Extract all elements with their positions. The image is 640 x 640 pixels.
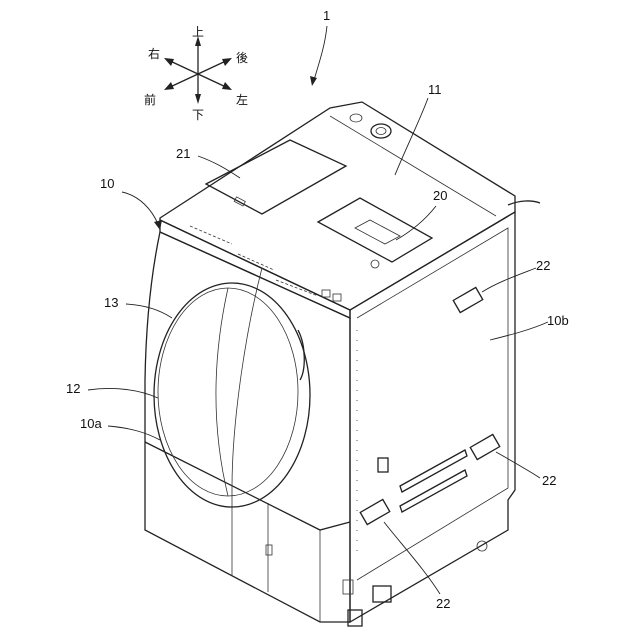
vent-slot-upper bbox=[400, 450, 467, 492]
front-button-strip bbox=[190, 226, 341, 301]
label-13: 13 bbox=[104, 295, 118, 310]
leader-21 bbox=[198, 156, 240, 178]
leader-20 bbox=[396, 206, 436, 240]
leader-12 bbox=[88, 388, 158, 398]
power-button[interactable] bbox=[322, 290, 330, 297]
compass-right-arrow bbox=[164, 58, 174, 66]
water-inlet-cap bbox=[371, 124, 391, 138]
side-details bbox=[360, 287, 500, 524]
cabinet-side-frame bbox=[357, 228, 508, 580]
leader-10-arrow bbox=[154, 220, 162, 230]
leader-22-right bbox=[496, 452, 540, 478]
detergent-lid bbox=[206, 140, 346, 214]
plinth-top-edge bbox=[145, 442, 350, 530]
compass-label-front: 前 bbox=[144, 92, 156, 107]
start-button[interactable] bbox=[333, 294, 341, 301]
label-10a: 10a bbox=[80, 416, 102, 431]
side-handle-bottom bbox=[360, 499, 390, 524]
leader-10a bbox=[108, 426, 160, 440]
compass-front-arrow bbox=[164, 82, 174, 90]
side-handle-right bbox=[470, 434, 500, 459]
label-1: 1 bbox=[323, 8, 330, 23]
compass-label-back: 後 bbox=[236, 51, 248, 65]
reference-labels: 11 21 20 10 13 12 10a 22 10b 22 22 bbox=[66, 82, 569, 611]
label-22-bottom: 22 bbox=[436, 596, 450, 611]
button-row-2 bbox=[238, 254, 274, 270]
leader-1 bbox=[314, 26, 327, 80]
water-inlet-core bbox=[376, 128, 386, 135]
compass-label-up: 上 bbox=[192, 25, 204, 39]
compass-down-arrow bbox=[195, 94, 201, 104]
leader-22-top bbox=[482, 268, 536, 292]
label-10: 10 bbox=[100, 176, 114, 191]
leader-10 bbox=[122, 192, 158, 224]
cabinet-front-band bbox=[160, 220, 350, 318]
cabinet bbox=[145, 102, 515, 626]
front-seam bbox=[232, 268, 262, 488]
leader-11 bbox=[395, 98, 428, 175]
label-20: 20 bbox=[433, 188, 447, 203]
cabinet-side-face bbox=[350, 212, 515, 622]
cabinet-front-face bbox=[145, 232, 350, 622]
bottom-latch bbox=[343, 580, 353, 594]
compass-back-arrow bbox=[222, 58, 232, 66]
top-screw bbox=[371, 260, 379, 268]
compass-label-left: 左 bbox=[236, 92, 248, 107]
top-fitting bbox=[350, 114, 362, 122]
side-lock-icon bbox=[378, 458, 388, 472]
door-handle-line bbox=[216, 288, 228, 496]
control-display bbox=[355, 220, 400, 244]
control-panel bbox=[318, 198, 432, 262]
button-row-1 bbox=[190, 226, 232, 244]
label-22-top: 22 bbox=[536, 258, 550, 273]
label-10b: 10b bbox=[547, 313, 569, 328]
door-window bbox=[158, 288, 298, 496]
cabinet-top-face bbox=[160, 102, 515, 310]
label-12: 12 bbox=[66, 381, 80, 396]
plinth-clip bbox=[266, 545, 272, 555]
compass-left-arrow bbox=[222, 82, 232, 90]
compass-label-right: 右 bbox=[148, 46, 160, 61]
side-handle-top bbox=[453, 287, 483, 312]
vent-slot-lower bbox=[400, 470, 467, 512]
label-22-right: 22 bbox=[542, 473, 556, 488]
label-21: 21 bbox=[176, 146, 190, 161]
label-11: 11 bbox=[428, 82, 442, 97]
foot-rear bbox=[477, 541, 487, 551]
direction-compass: 上 下 右 後 前 左 bbox=[144, 25, 248, 122]
compass-label-down: 下 bbox=[192, 108, 204, 122]
leader-10b bbox=[490, 322, 548, 340]
leader-1-arrow bbox=[310, 76, 317, 86]
supply-hose bbox=[508, 201, 540, 205]
